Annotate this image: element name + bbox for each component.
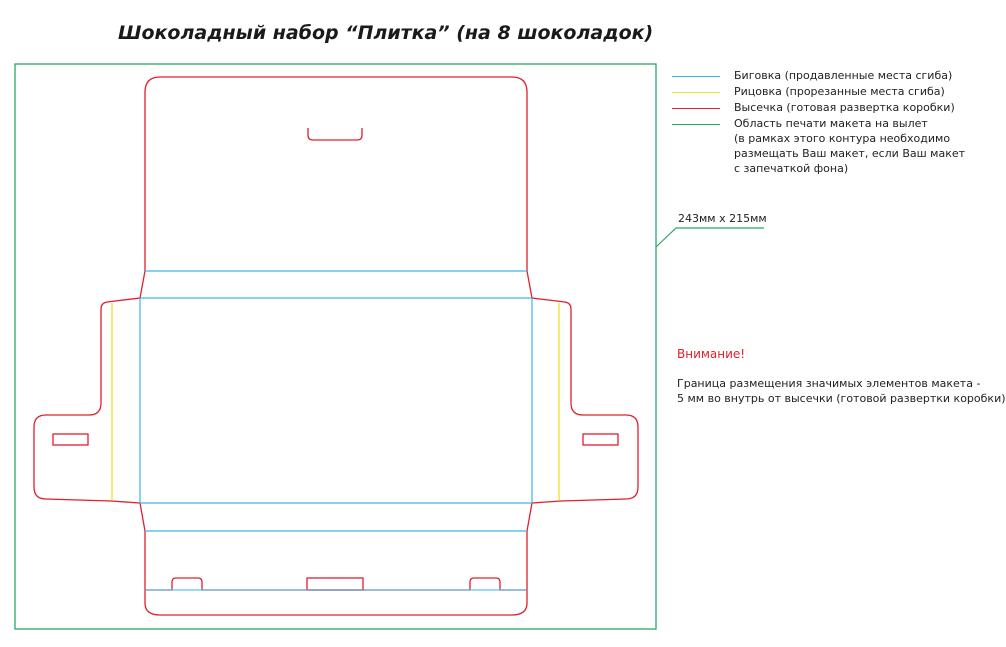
warning-line: 5 мм во внутрь от высечки (готовой разве… xyxy=(677,392,1006,405)
legend-swatch-cut xyxy=(672,108,720,109)
bottom-tab-left xyxy=(145,577,470,591)
legend-swatch-perforation xyxy=(672,92,720,93)
legend-label-bleed: Область печати макета на вылет xyxy=(734,117,928,130)
warning-line: Граница размещения значимых элементов ма… xyxy=(677,377,981,390)
legend-item-cut: Высечка (готовая развертка коробки) xyxy=(672,100,992,116)
legend-label-crease: Биговка (продавленные места сгиба) xyxy=(734,69,953,82)
bleed-note-line: (в рамках этого контура необходимо xyxy=(734,132,951,145)
bleed-note-line: с запечаткой фона) xyxy=(734,162,849,175)
warning-title: Внимание! xyxy=(677,347,746,361)
page-title: Шоколадный набор “Плитка” (на 8 шоколадо… xyxy=(118,22,654,44)
perforation-lines xyxy=(111,303,560,500)
legend: Биговка (продавленные места сгиба) Рицов… xyxy=(672,68,992,180)
legend-item-perforation: Рицовка (прорезанные места сгиба) xyxy=(672,84,992,100)
dimensions-label: 243мм х 215мм xyxy=(678,212,767,225)
warning-text: Граница размещения значимых элементов ма… xyxy=(677,376,1006,406)
cut-outline xyxy=(33,76,639,616)
legend-item-crease: Биговка (продавленные места сгиба) xyxy=(672,68,992,84)
bleed-area-outline xyxy=(14,63,657,630)
bleed-note-line: размещать Ваш макет, если Ваш макет xyxy=(734,147,966,160)
bottom-center-slot xyxy=(306,577,364,591)
top-thumb-notch xyxy=(307,128,363,141)
legend-label-cut: Высечка (готовая развертка коробки) xyxy=(734,101,955,114)
dimension-leader xyxy=(655,227,764,248)
legend-label-perforation: Рицовка (прорезанные места сгиба) xyxy=(734,85,945,98)
right-slot xyxy=(582,433,619,446)
legend-item-bleed: Область печати макета на вылет (в рамках… xyxy=(672,116,992,180)
bottom-tab-right xyxy=(469,577,527,591)
legend-swatch-crease xyxy=(672,76,720,77)
left-slot xyxy=(52,433,89,446)
legend-swatch-bleed xyxy=(672,124,720,125)
legend-note-bleed: Область печати макета на вылет (в рамках… xyxy=(734,116,965,176)
crease-lines xyxy=(139,270,533,591)
